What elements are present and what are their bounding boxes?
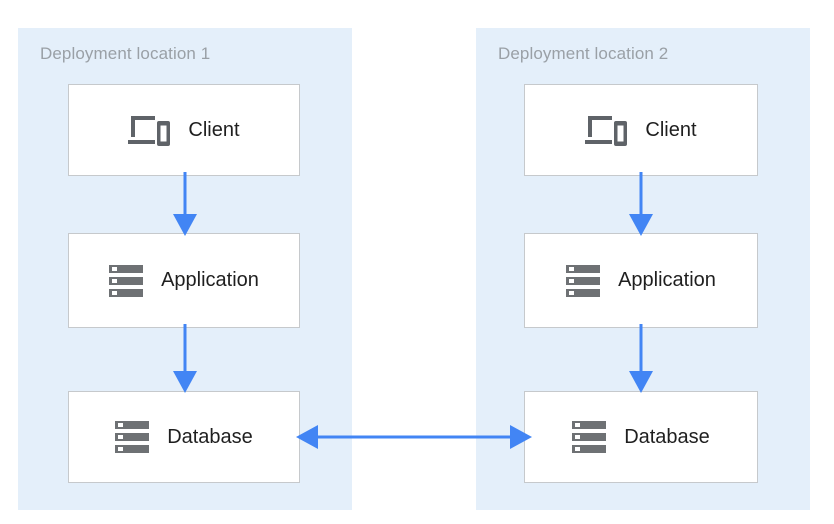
server-icon [109,264,144,297]
node-client-1[interactable]: Client [68,84,300,176]
arrow-application2-to-database2 [629,324,653,393]
arrow-database1-to-database2-bidirectional [296,425,532,449]
node-application-2[interactable]: Application [524,233,758,328]
node-database-1-label: Database [167,425,253,448]
node-client-1-label: Client [188,118,240,141]
node-client-2-label: Client [645,118,697,141]
server-icon [566,264,601,297]
node-database-2-label: Database [624,425,710,448]
node-application-2-label: Application [618,269,716,291]
devices-icon [585,116,628,146]
server-icon [115,421,150,453]
devices-icon [128,116,171,146]
server-icon [572,421,607,453]
node-database-1[interactable]: Database [68,391,300,483]
arrow-client1-to-application1 [173,172,197,236]
arrow-application1-to-database1 [173,324,197,393]
node-database-2[interactable]: Database [524,391,758,483]
node-application-1-label: Application [161,269,259,291]
node-application-1[interactable]: Application [68,233,300,328]
arrow-client2-to-application2 [629,172,653,236]
node-client-2[interactable]: Client [524,84,758,176]
zone-1-label: Deployment location 1 [40,44,211,63]
zone-2-label: Deployment location 2 [498,44,669,63]
